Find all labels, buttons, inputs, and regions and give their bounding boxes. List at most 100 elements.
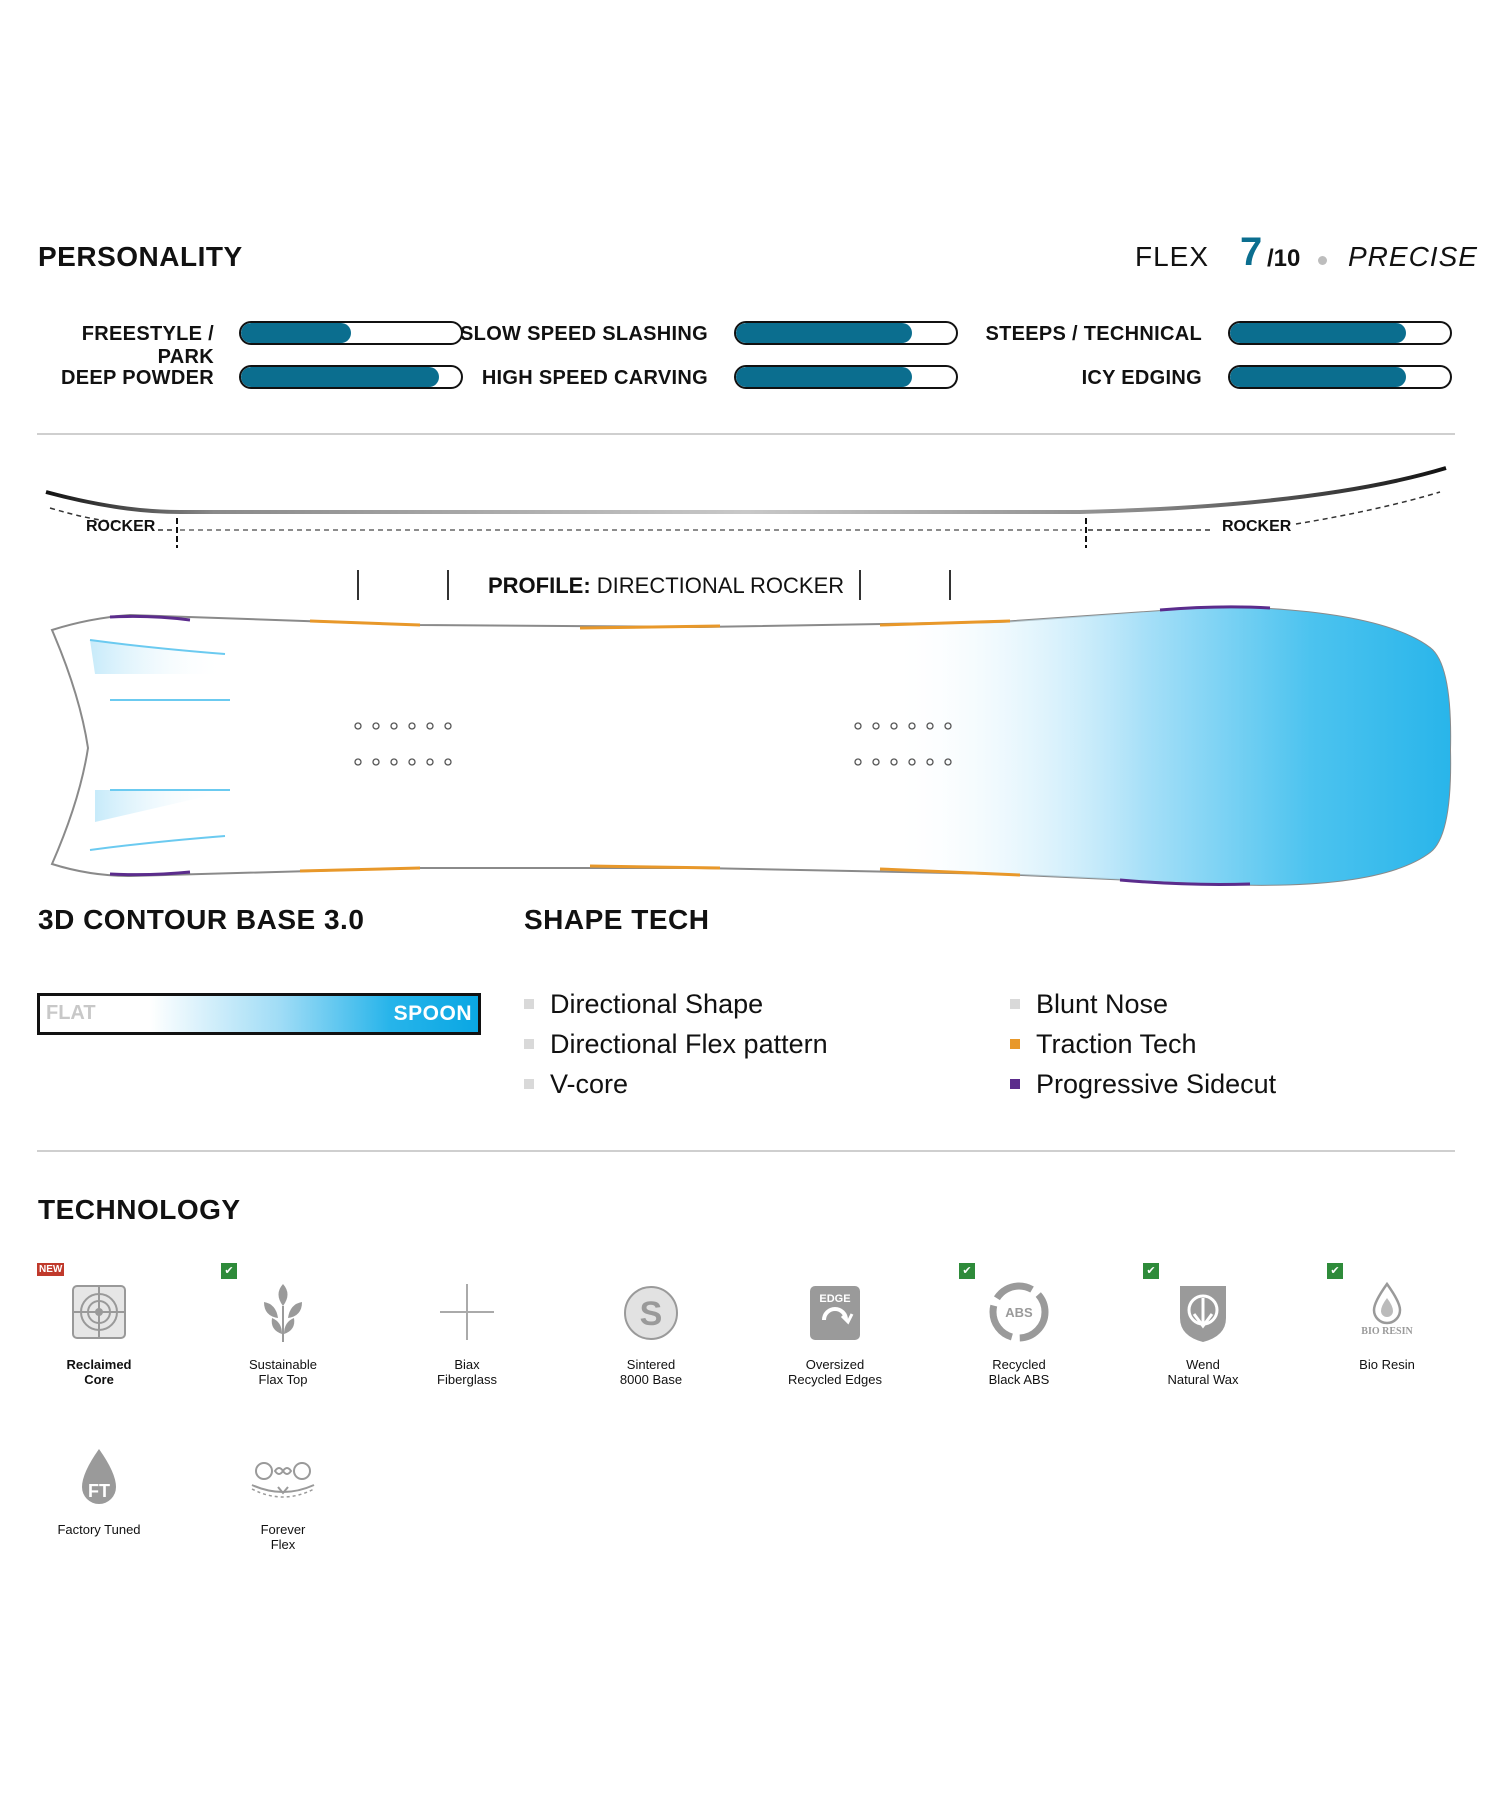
profile-curve bbox=[45, 466, 1447, 514]
tech-factory-tuned: FT Factory Tuned bbox=[39, 1443, 159, 1537]
feature-item: Directional Flex pattern bbox=[524, 1024, 828, 1064]
traction-tech-accent bbox=[879, 867, 1021, 877]
feature-bullet bbox=[524, 999, 534, 1009]
feature-bullet bbox=[1010, 1039, 1020, 1049]
insert-hole bbox=[372, 758, 380, 766]
insert-hole bbox=[408, 758, 416, 766]
sintered-base-icon: S bbox=[624, 1286, 678, 1340]
rating-label-icy-edging: ICY EDGING bbox=[1081, 367, 1202, 389]
svg-text:EDGE: EDGE bbox=[819, 1293, 850, 1305]
insert-hole bbox=[908, 722, 916, 730]
insert-hole bbox=[354, 758, 362, 766]
feature-label: Directional Flex pattern bbox=[550, 1028, 828, 1059]
insert-hole bbox=[408, 722, 416, 730]
traction-tech-accent bbox=[879, 619, 1011, 627]
reclaimed-core-icon bbox=[72, 1285, 126, 1339]
rating-fill-slow-speed bbox=[736, 323, 912, 343]
flex-value: 7 bbox=[1240, 230, 1263, 274]
insert-hole bbox=[872, 758, 880, 766]
spoon-base-area bbox=[52, 607, 1451, 885]
insert-hole bbox=[444, 758, 452, 766]
feature-label: Directional Shape bbox=[550, 988, 764, 1019]
tail-contour-fill bbox=[95, 790, 225, 822]
insert-hole bbox=[444, 722, 452, 730]
flex-max: /10 bbox=[1267, 245, 1301, 272]
binding-inserts-front bbox=[854, 722, 952, 766]
binding-inserts-rear bbox=[354, 722, 452, 766]
rating-label-deep-powder: DEEP POWDER bbox=[61, 367, 214, 389]
feature-label: Traction Tech bbox=[1036, 1028, 1197, 1059]
rating-label-freestyle: FREESTYLE / PARK bbox=[81, 323, 214, 368]
tail-contour-line bbox=[89, 639, 226, 655]
rating-bar-high-speed bbox=[734, 365, 958, 389]
feature-label: Blunt Nose bbox=[1036, 988, 1169, 1019]
feature-item: Traction Tech bbox=[1010, 1024, 1276, 1064]
shape-tech-heading: SHAPE TECH bbox=[524, 904, 710, 935]
traction-tech-accent bbox=[299, 866, 421, 873]
contour-legend: FLAT SPOON bbox=[37, 993, 481, 1035]
feature-bullet bbox=[1010, 1079, 1020, 1089]
factory-tuned-icon: FT bbox=[82, 1449, 116, 1504]
profile-title: PROFILE: DIRECTIONAL ROCKER bbox=[488, 573, 844, 599]
rating-label-slow-speed: SLOW SPEED SLASHING bbox=[460, 323, 708, 345]
eco-leaf-icon: ✔ bbox=[1327, 1263, 1343, 1279]
progressive-sidecut-accent bbox=[1159, 605, 1271, 612]
flex-descriptor: PRECISE bbox=[1348, 241, 1478, 272]
progressive-sidecut-accent bbox=[109, 614, 191, 622]
recycled-abs-icon: ABS bbox=[989, 1282, 1049, 1342]
insert-hole bbox=[426, 722, 434, 730]
feature-bullet bbox=[1010, 999, 1020, 1009]
rating-bar-slow-speed bbox=[734, 321, 958, 345]
svg-text:ABS: ABS bbox=[1005, 1305, 1033, 1320]
svg-text:FT: FT bbox=[88, 1481, 110, 1501]
insert-hole bbox=[854, 722, 862, 730]
rating-fill-freestyle bbox=[241, 323, 351, 343]
profile-title-value: DIRECTIONAL ROCKER bbox=[596, 573, 845, 598]
tech-bio-resin: BIO RESIN Bio Resin bbox=[1327, 1278, 1447, 1372]
feature-item: Directional Shape bbox=[524, 984, 828, 1024]
feature-label: V-core bbox=[550, 1068, 629, 1099]
traction-tech-accent bbox=[589, 864, 721, 870]
profile-title-label: PROFILE: bbox=[488, 573, 591, 598]
rocker-right-dash-b bbox=[1295, 491, 1441, 525]
divider-top bbox=[37, 433, 1455, 435]
rating-bar-icy-edging bbox=[1228, 365, 1452, 389]
forever-flex-icon bbox=[251, 1462, 315, 1498]
eco-leaf-icon: ✔ bbox=[1143, 1263, 1159, 1279]
insert-hole bbox=[890, 758, 898, 766]
feature-item: Blunt Nose bbox=[1010, 984, 1276, 1024]
insert-hole bbox=[372, 722, 380, 730]
personality-heading: PERSONALITY bbox=[38, 241, 243, 272]
tail-contour-fill bbox=[90, 640, 225, 674]
feature-item: Progressive Sidecut bbox=[1010, 1064, 1276, 1104]
insert-hole bbox=[926, 722, 934, 730]
insert-hole bbox=[390, 758, 398, 766]
legend-spoon-label: SPOON bbox=[393, 1002, 472, 1025]
new-badge: NEW bbox=[37, 1263, 65, 1276]
shape-tech-list-right: Blunt Nose Traction Tech Progressive Sid… bbox=[1010, 984, 1276, 1104]
insert-hole bbox=[872, 722, 880, 730]
rating-bar-steeps bbox=[1228, 321, 1452, 345]
insert-hole bbox=[926, 758, 934, 766]
biax-icon bbox=[440, 1284, 494, 1340]
shape-tech-list-left: Directional Shape Directional Flex patte… bbox=[524, 984, 828, 1104]
bio-resin-icon: BIO RESIN bbox=[1361, 1281, 1413, 1337]
board-profile-diagram bbox=[45, 466, 1452, 886]
rating-bar-freestyle bbox=[239, 321, 463, 345]
tech-label: Factory Tuned bbox=[57, 1522, 141, 1537]
tech-label: Bio Resin bbox=[1359, 1357, 1415, 1372]
divider-middle bbox=[37, 1150, 1455, 1152]
legend-flat-label: FLAT bbox=[46, 1002, 96, 1024]
insert-hole bbox=[944, 758, 952, 766]
insert-hole bbox=[908, 758, 916, 766]
rocker-label-right: ROCKER bbox=[1222, 518, 1292, 535]
